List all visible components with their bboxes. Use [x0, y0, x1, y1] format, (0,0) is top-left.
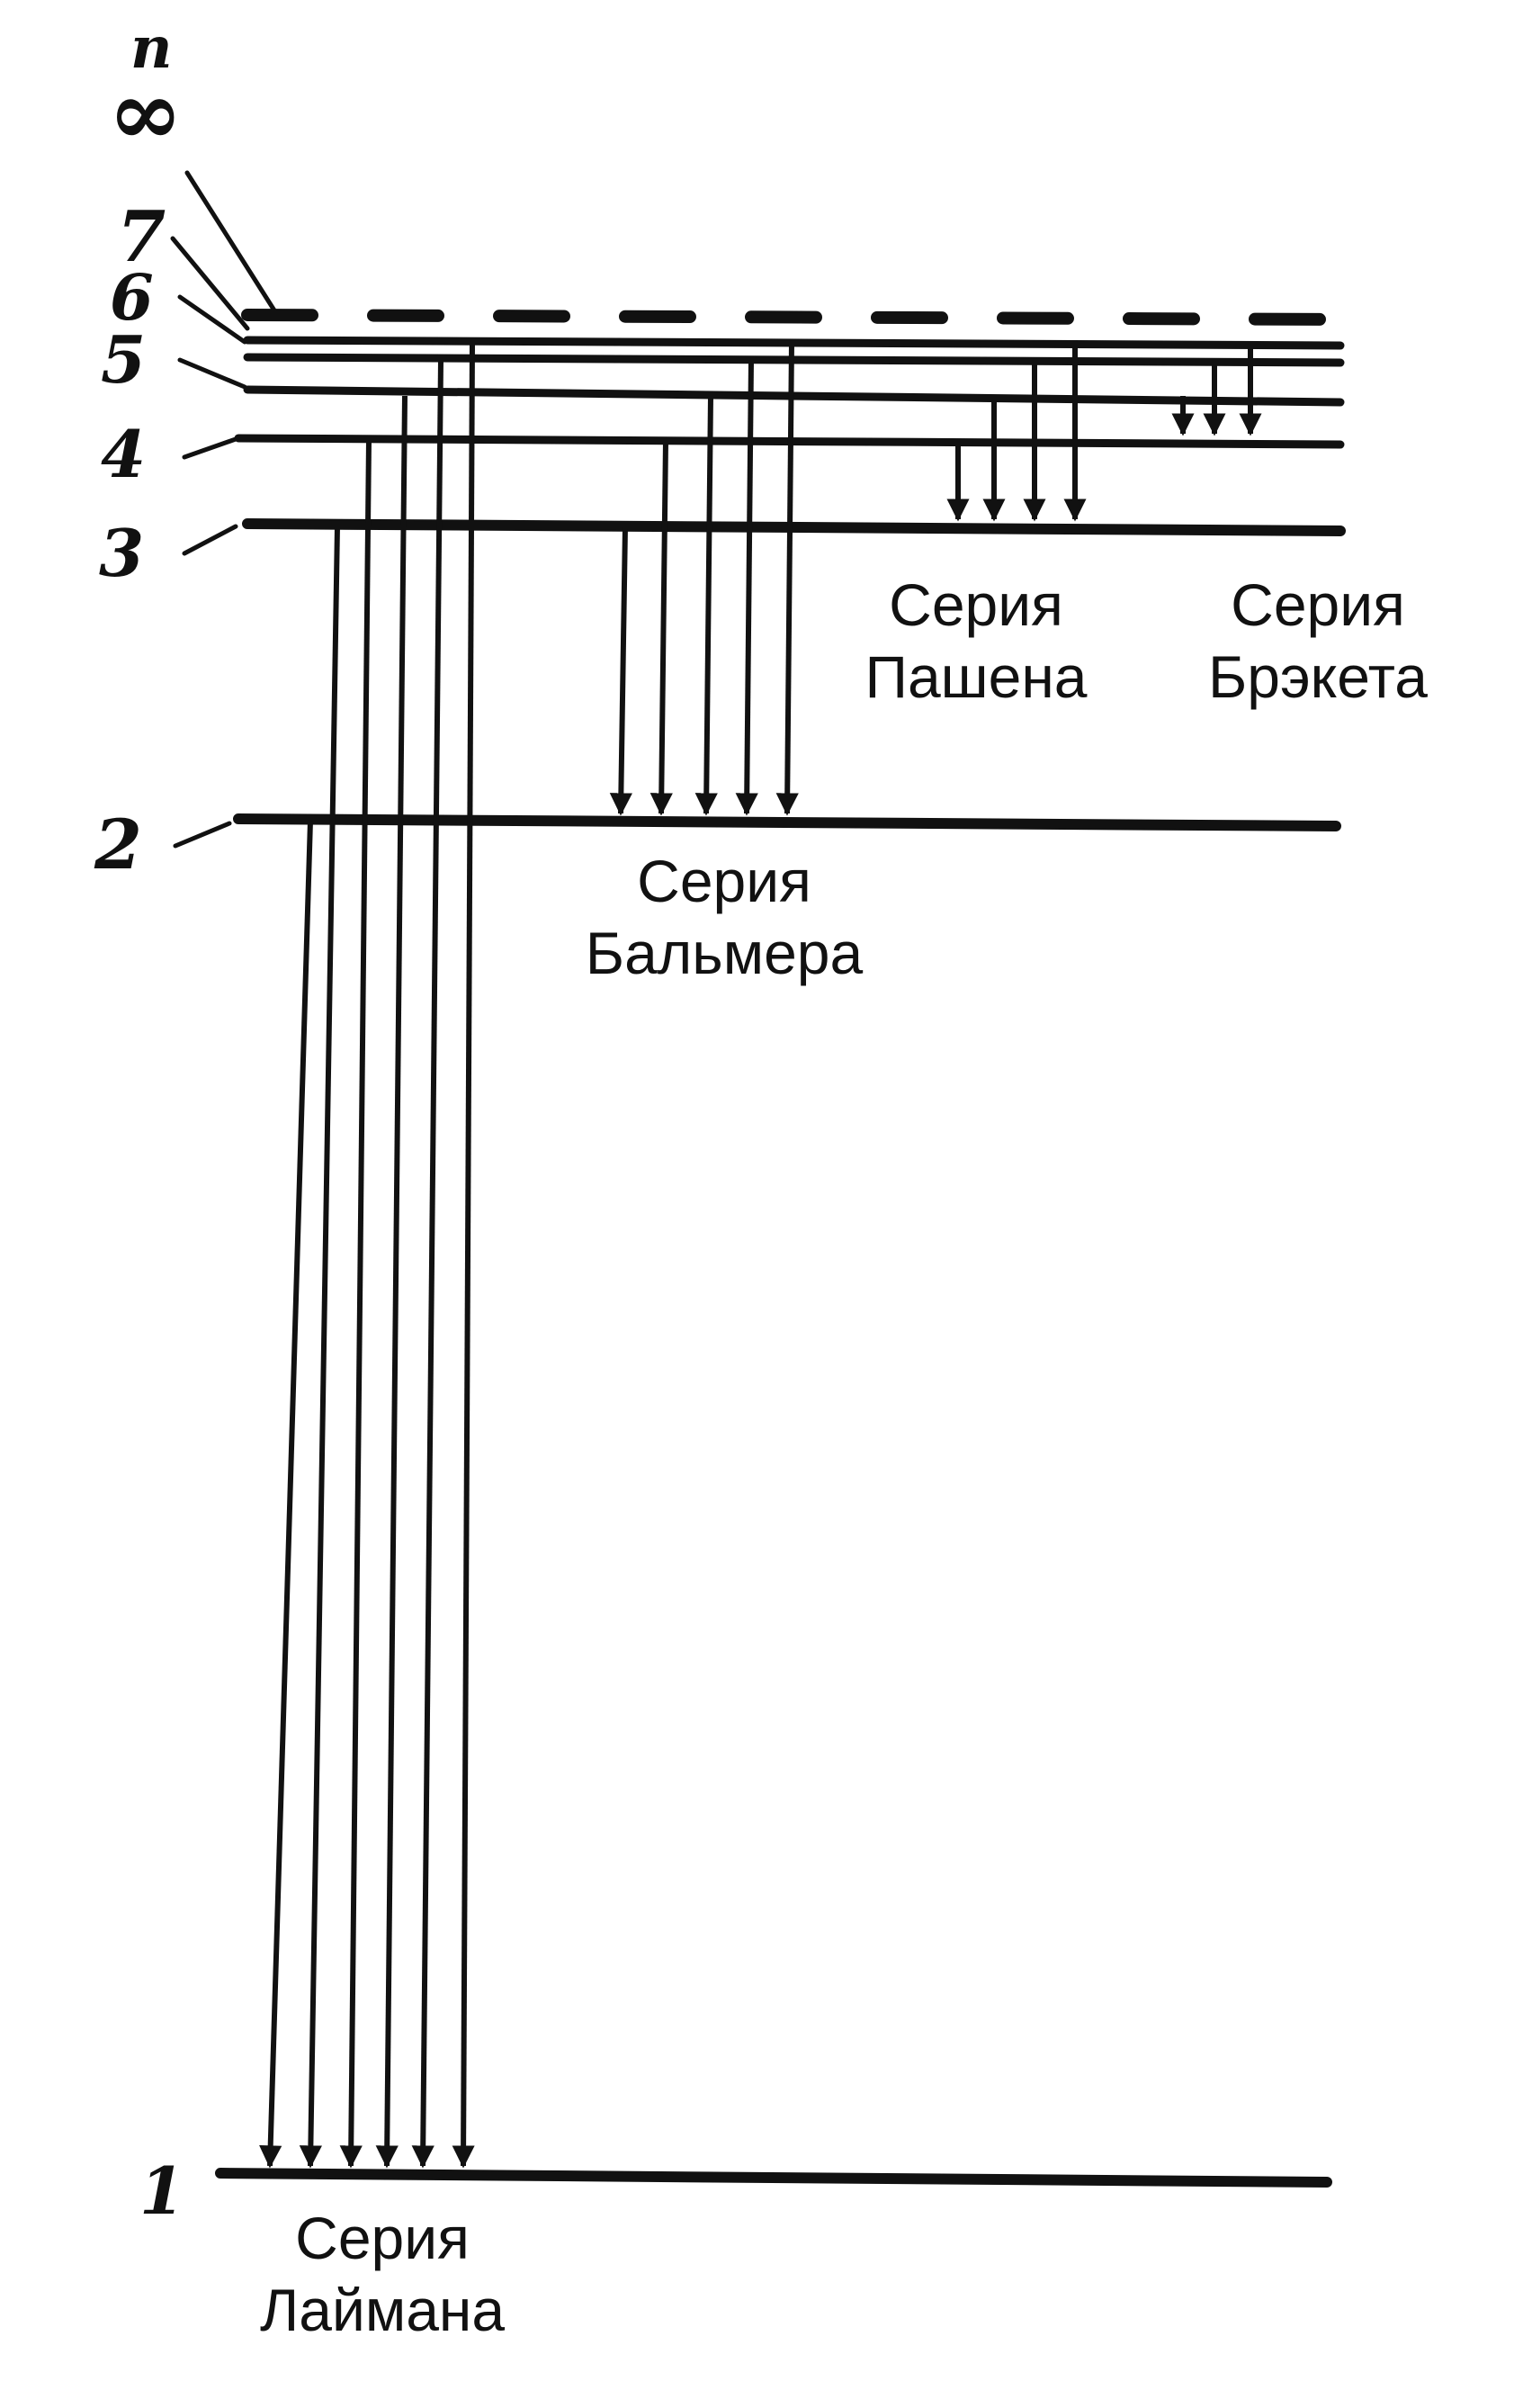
series-label-lyman: Серия Лаймана: [260, 2205, 505, 2343]
level-line-5: [243, 385, 1345, 407]
transition-lyman-3-to-1: [299, 526, 340, 2169]
level-label-1: 1: [139, 2152, 184, 2229]
transition-lyman-5-to-1: [375, 395, 408, 2169]
level-label-6: 6: [110, 260, 154, 335]
series-lyman-line1: Серия: [295, 2205, 470, 2271]
transition-balmer-7-to-2: [775, 342, 799, 816]
transition-balmer-5-to-2: [694, 395, 718, 816]
level-label-4: 4: [101, 416, 146, 492]
level-label-inf: ∞: [108, 59, 183, 166]
level-line-2: [233, 813, 1341, 831]
series-lyman-line2: Лаймана: [260, 2277, 505, 2343]
level-label-2: 2: [94, 804, 142, 885]
transition-lyman-2-to-1: [259, 820, 313, 2169]
label-leaders: [170, 170, 277, 849]
level-label-3: 3: [99, 515, 144, 591]
series-label-paschen: Серия Пашена: [865, 571, 1088, 710]
level-label-5: 5: [101, 321, 146, 398]
transition-lyman-4-to-1: [339, 440, 372, 2169]
axis-symbol-n: n: [130, 14, 173, 82]
transition-lyman-7-to-1: [452, 342, 475, 2169]
transition-lyman-6-to-1: [411, 359, 443, 2169]
transition-balmer-6-to-2: [735, 359, 758, 816]
series-balmer-line2: Бальмера: [586, 920, 864, 986]
level-line-1: [215, 2168, 1332, 2188]
level-line-3: [242, 518, 1346, 536]
series-paschen-line2: Пашена: [865, 643, 1088, 710]
transition-balmer-3-to-2: [609, 526, 632, 816]
level-line-7: [243, 336, 1345, 350]
level-label-7: 7: [117, 196, 166, 278]
series-paschen-line1: Серия: [889, 571, 1063, 638]
series-balmer-line1: Серия: [637, 848, 811, 914]
level-line-inf: [241, 309, 1347, 326]
series-label-brackett: Серия Брэкета: [1208, 571, 1428, 710]
transition-arrows: [259, 342, 1262, 2169]
series-brackett-line2: Брэкета: [1208, 643, 1428, 710]
series-brackett-line1: Серия: [1231, 571, 1405, 638]
transition-balmer-4-to-2: [650, 440, 673, 816]
series-label-balmer: Серия Бальмера: [586, 848, 864, 986]
